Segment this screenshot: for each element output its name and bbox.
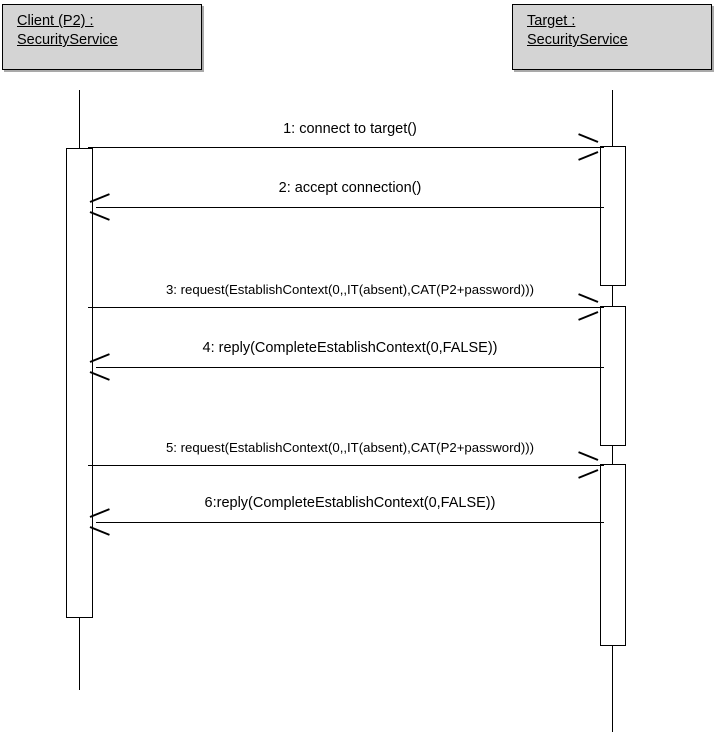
arrowhead-left-icon-4 [89, 353, 110, 381]
lifeline-head-client[interactable]: Client (P2) : SecurityService [2, 4, 202, 70]
message-line-2 [96, 207, 604, 208]
arrowhead-right-icon-3 [577, 293, 599, 321]
lifeline-client-role: Client (P2) : [17, 13, 94, 29]
lifeline-target-role: Target : [527, 13, 576, 29]
message-line-5 [88, 465, 604, 466]
activation-bar-target-1 [600, 146, 626, 286]
message-line-3 [88, 307, 604, 308]
arrowhead-left-icon-2 [89, 193, 110, 221]
message-label-1: 1: connect to target() [283, 121, 417, 137]
message-label-4: 4: reply(CompleteEstablishContext(0,FALS… [202, 340, 498, 356]
message-line-1 [88, 147, 604, 148]
arrowhead-left-icon-6 [89, 508, 110, 536]
lifeline-client-classifier: SecurityService [17, 32, 118, 48]
arrowhead-right-icon-5 [577, 451, 599, 479]
activation-bar-target-2 [600, 306, 626, 446]
lifeline-target-classifier: SecurityService [527, 32, 628, 48]
activation-bar-client-1 [66, 148, 93, 618]
message-label-6: 6:reply(CompleteEstablishContext(0,FALSE… [204, 495, 496, 511]
message-label-5: 5: request(EstablishContext(0,,IT(absent… [165, 440, 535, 455]
message-label-2: 2: accept connection() [278, 180, 422, 196]
activation-bar-target-3 [600, 464, 626, 646]
message-label-3: 3: request(EstablishContext(0,,IT(absent… [165, 282, 535, 297]
lifeline-head-target[interactable]: Target : SecurityService [512, 4, 712, 70]
arrowhead-right-icon-1 [577, 133, 599, 161]
message-line-6 [96, 522, 604, 523]
message-line-4 [96, 367, 604, 368]
